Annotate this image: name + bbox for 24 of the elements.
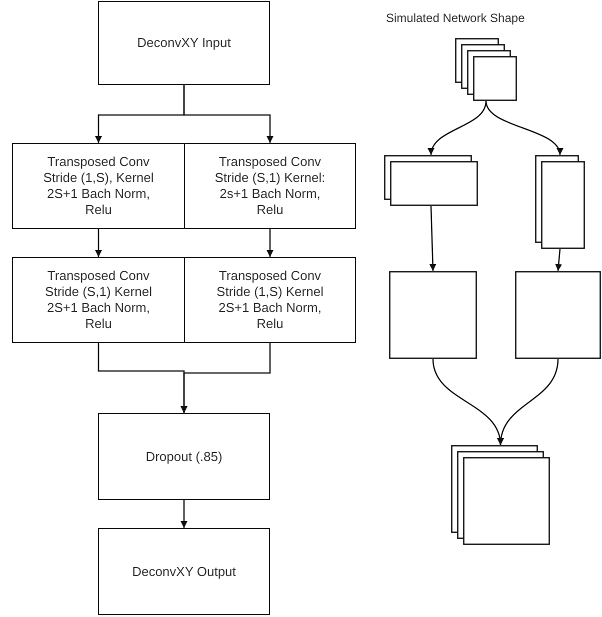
arrow [498, 358, 559, 446]
process-box: Dropout (.85) [98, 413, 270, 500]
arrow [266, 229, 274, 257]
process-box: DeconvXY Output [98, 528, 270, 615]
process-box: Transposed Conv Stride (S,1) Kernel: 2s+1 Bach Norm, Relu [184, 143, 356, 229]
process-box: DeconvXY Input [98, 1, 270, 85]
layer-stack-drawing [535, 155, 585, 249]
process-box: Transposed Conv Stride (1,S), Kernel 2S+1 Bach Norm, Relu [12, 143, 185, 229]
arrow [183, 85, 274, 143]
layer-stack-drawing [384, 155, 478, 206]
arrow [429, 206, 436, 272]
arrow [555, 248, 562, 272]
layer-stack-drawing [455, 38, 517, 101]
process-box: Transposed Conv Stride (1,S) Kernel 2S+1 Bach Norm, Relu [184, 257, 356, 343]
layer-stack-drawing [451, 445, 550, 545]
process-box: Transposed Conv Stride (S,1) Kernel 2S+1 Bach Norm, Relu [12, 257, 185, 343]
arrow [428, 100, 487, 156]
arrow [180, 343, 271, 413]
arrow [180, 500, 188, 528]
arrow [485, 100, 562, 156]
layer-stack-drawing [389, 271, 477, 359]
layer-stack-drawing [515, 271, 601, 359]
heading: Simulated Network Shape [386, 11, 525, 25]
arrow [95, 229, 102, 257]
